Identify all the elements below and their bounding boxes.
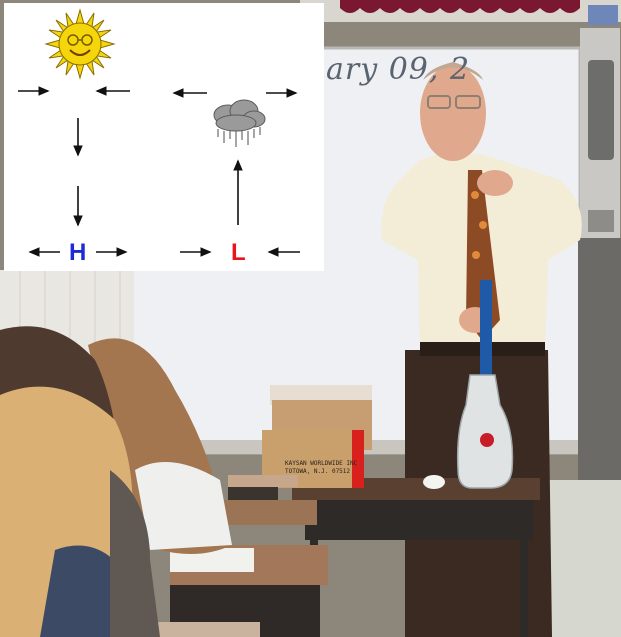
box-label-line-2: TOTOWA, N.J. 07512 bbox=[285, 468, 351, 475]
smiling-sun-icon bbox=[44, 8, 116, 80]
box-label-line-1: KAYSAN WORLDWIDE INC bbox=[285, 460, 358, 467]
wind-arrows bbox=[18, 86, 300, 257]
low-pressure-label: L bbox=[231, 239, 246, 266]
rain-cloud-icon bbox=[213, 99, 266, 147]
board-date-writing: ary 09, 2 bbox=[326, 52, 471, 87]
high-pressure-label: H bbox=[69, 239, 87, 266]
pressure-diagram-inset: H L bbox=[4, 3, 324, 271]
